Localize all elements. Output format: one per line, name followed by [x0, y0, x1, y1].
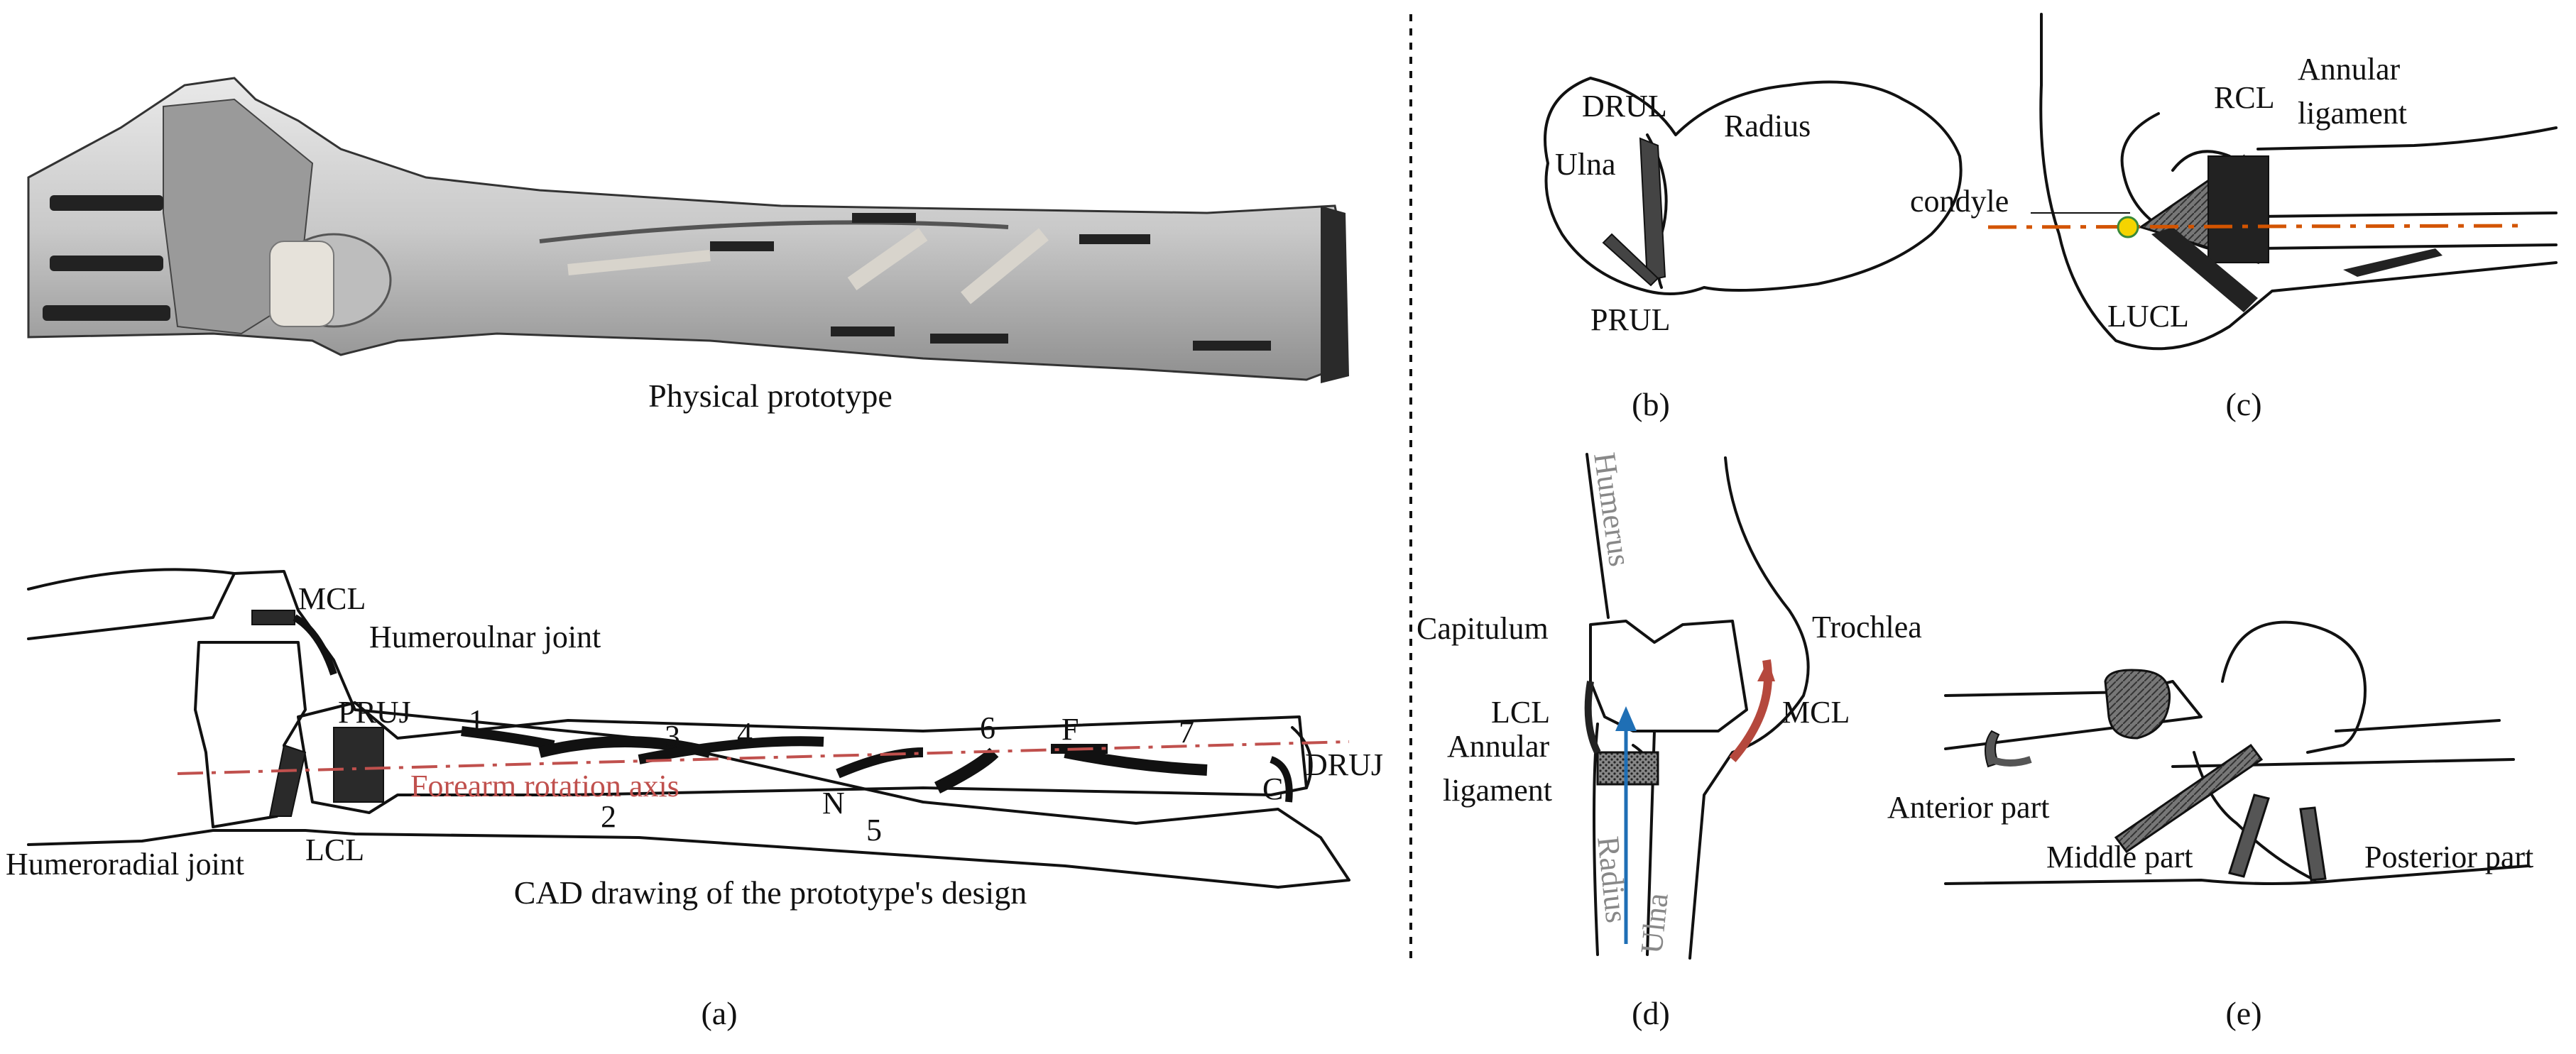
- label-condyle: condyle: [1910, 184, 2009, 219]
- label-annular-d-line1: Annular: [1447, 729, 1550, 764]
- label-humeroradial-joint: Humeroradial joint: [6, 847, 244, 882]
- label-druj: DRUJ: [1305, 747, 1383, 782]
- photo-caption: Physical prototype: [648, 378, 893, 414]
- forearm-rotation-axis-line: [177, 740, 1350, 775]
- label-ligament-4: 4: [737, 716, 753, 751]
- label-capitulum: Capitulum: [1417, 611, 1549, 646]
- panel-letter-c: (c): [2225, 386, 2261, 422]
- panel-e-drawing: [1944, 620, 2529, 885]
- label-annular-c-line1: Annular: [2298, 52, 2401, 87]
- label-radius-b: Radius: [1724, 109, 1811, 143]
- label-ligament-5: 5: [866, 813, 882, 847]
- panel-a-photo: [27, 77, 1349, 383]
- label-drul: DRUL: [1582, 89, 1667, 123]
- label-ligament-c: C: [1262, 772, 1283, 806]
- label-posterior-part: Posterior part: [2364, 840, 2533, 874]
- label-rcl: RCL: [2214, 80, 2275, 115]
- pruj-ligament: [333, 727, 384, 803]
- panel-a-cad-drawing: [27, 568, 1350, 889]
- panel-letter-a: (a): [701, 995, 737, 1031]
- label-lcl-a: LCL: [305, 833, 364, 867]
- label-ligament-f: F: [1061, 712, 1079, 747]
- axis-line-c: [1987, 224, 2528, 229]
- panel-c-drawing: [1987, 13, 2558, 351]
- label-anterior-part: Anterior part: [1887, 790, 2049, 825]
- panel-b-drawing: [1544, 77, 1963, 295]
- label-pruj: PRUJ: [338, 695, 411, 730]
- label-ligament-n: N: [822, 786, 845, 820]
- panel-letter-b: (b): [1632, 386, 1670, 422]
- label-ulna-d: Ulna: [1634, 891, 1675, 955]
- label-middle-part: Middle part: [2046, 840, 2193, 874]
- label-trochlea: Trochlea: [1812, 610, 1922, 644]
- label-prul: PRUL: [1590, 302, 1670, 337]
- label-ligament-2: 2: [601, 799, 616, 834]
- panel-letter-d: (d): [1632, 995, 1670, 1031]
- label-ligament-3: 3: [665, 719, 680, 754]
- label-lcl-d: LCL: [1491, 695, 1550, 730]
- label-forearm-rotation-axis: Forearm rotation axis: [410, 769, 680, 803]
- label-ligament-6: 6: [980, 710, 995, 745]
- label-humeroulnar-joint: Humeroulnar joint: [369, 620, 601, 654]
- label-mcl-d: MCL: [1782, 695, 1850, 730]
- cad-caption: CAD drawing of the prototype's design: [514, 874, 1027, 911]
- label-mcl-a: MCL: [298, 581, 366, 616]
- label-ligament-7: 7: [1179, 715, 1194, 750]
- label-annular-c-line2: ligament: [2298, 96, 2407, 131]
- panel-letter-e: (e): [2225, 995, 2261, 1031]
- label-lucl: LUCL: [2107, 299, 2189, 334]
- label-annular-d-line2: ligament: [1443, 773, 1552, 808]
- label-ligament-1: 1: [469, 703, 484, 738]
- label-ulna-b: Ulna: [1555, 147, 1616, 182]
- panel-d-drawing: [1584, 453, 1810, 960]
